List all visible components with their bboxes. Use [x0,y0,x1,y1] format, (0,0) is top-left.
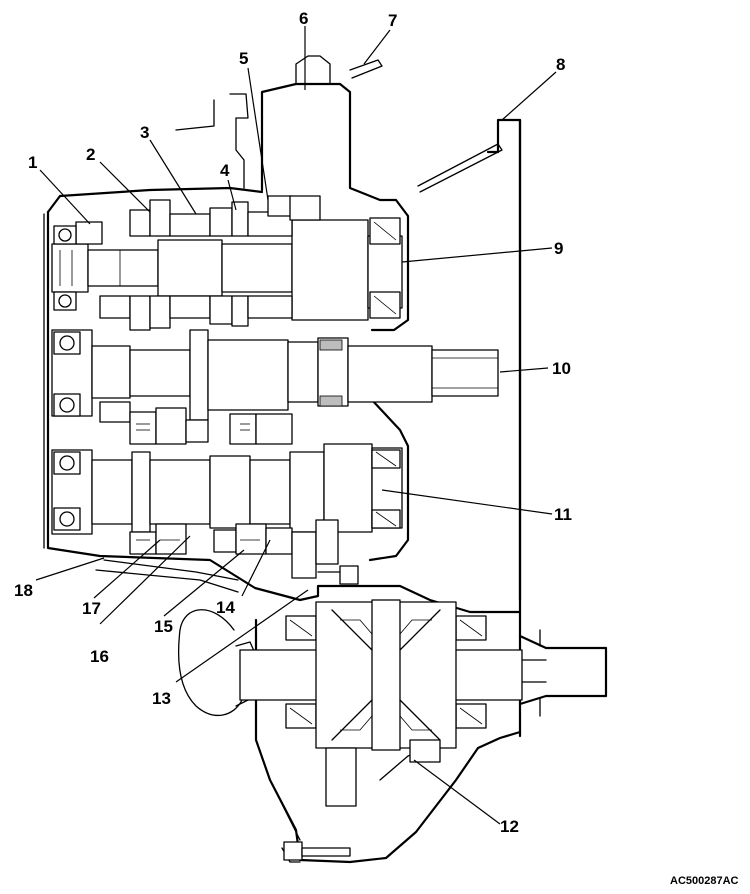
differential [239,565,523,807]
callout-13: 13 [152,689,171,708]
callout-18: 18 [14,581,33,600]
callout-6: 6 [299,9,308,28]
gear-train [75,195,339,579]
callout-8: 8 [556,55,565,74]
callout-4: 4 [220,161,230,180]
main-shaft [51,329,499,421]
callout-2: 2 [86,145,95,164]
callout-14: 14 [216,598,235,617]
bearings [53,217,487,729]
leader-lines [35,26,557,825]
callout-1: 1 [28,153,37,172]
callout-15: 15 [154,617,173,636]
figure-code: AC500287AC [670,875,739,887]
callout-17: 17 [82,599,101,618]
callouts: 1 2 3 4 5 6 7 8 9 10 11 12 13 14 15 16 1… [14,9,572,836]
callout-7: 7 [388,11,397,30]
counter-shaft [51,443,403,535]
callout-11: 11 [554,505,572,524]
callout-5: 5 [239,49,248,68]
callout-9: 9 [554,239,563,258]
callout-16: 16 [90,647,109,666]
callout-12: 12 [500,817,519,836]
callout-3: 3 [140,123,149,142]
bottom-bolt [283,841,351,861]
callout-10: 10 [552,359,571,378]
